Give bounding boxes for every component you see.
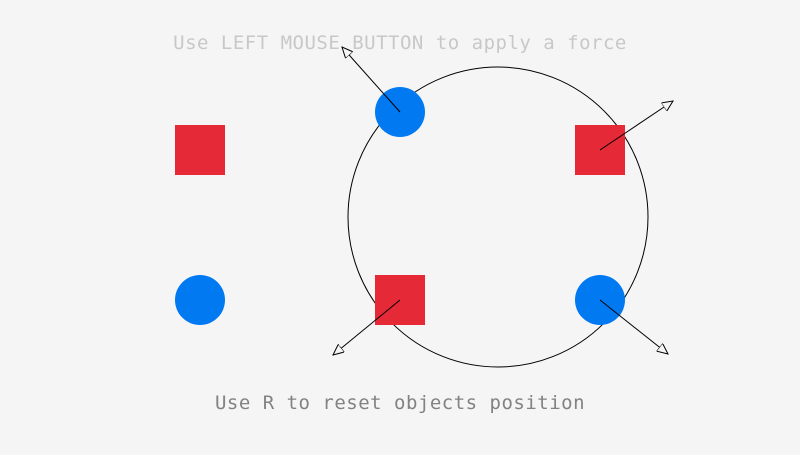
red-square-static[interactable] — [175, 125, 225, 175]
blue-circle-static[interactable] — [175, 275, 225, 325]
instruction-bottom: Use R to reset objects position — [214, 392, 586, 414]
force-vector-top — [342, 47, 401, 113]
force-vector-bottom-square — [333, 299, 401, 355]
force-vector-right-square — [599, 101, 673, 151]
selection-radius-outline — [347, 66, 649, 368]
instruction-top: Use LEFT MOUSE BUTTON to apply a force — [173, 32, 627, 54]
force-vector-right-circle — [599, 299, 668, 354]
